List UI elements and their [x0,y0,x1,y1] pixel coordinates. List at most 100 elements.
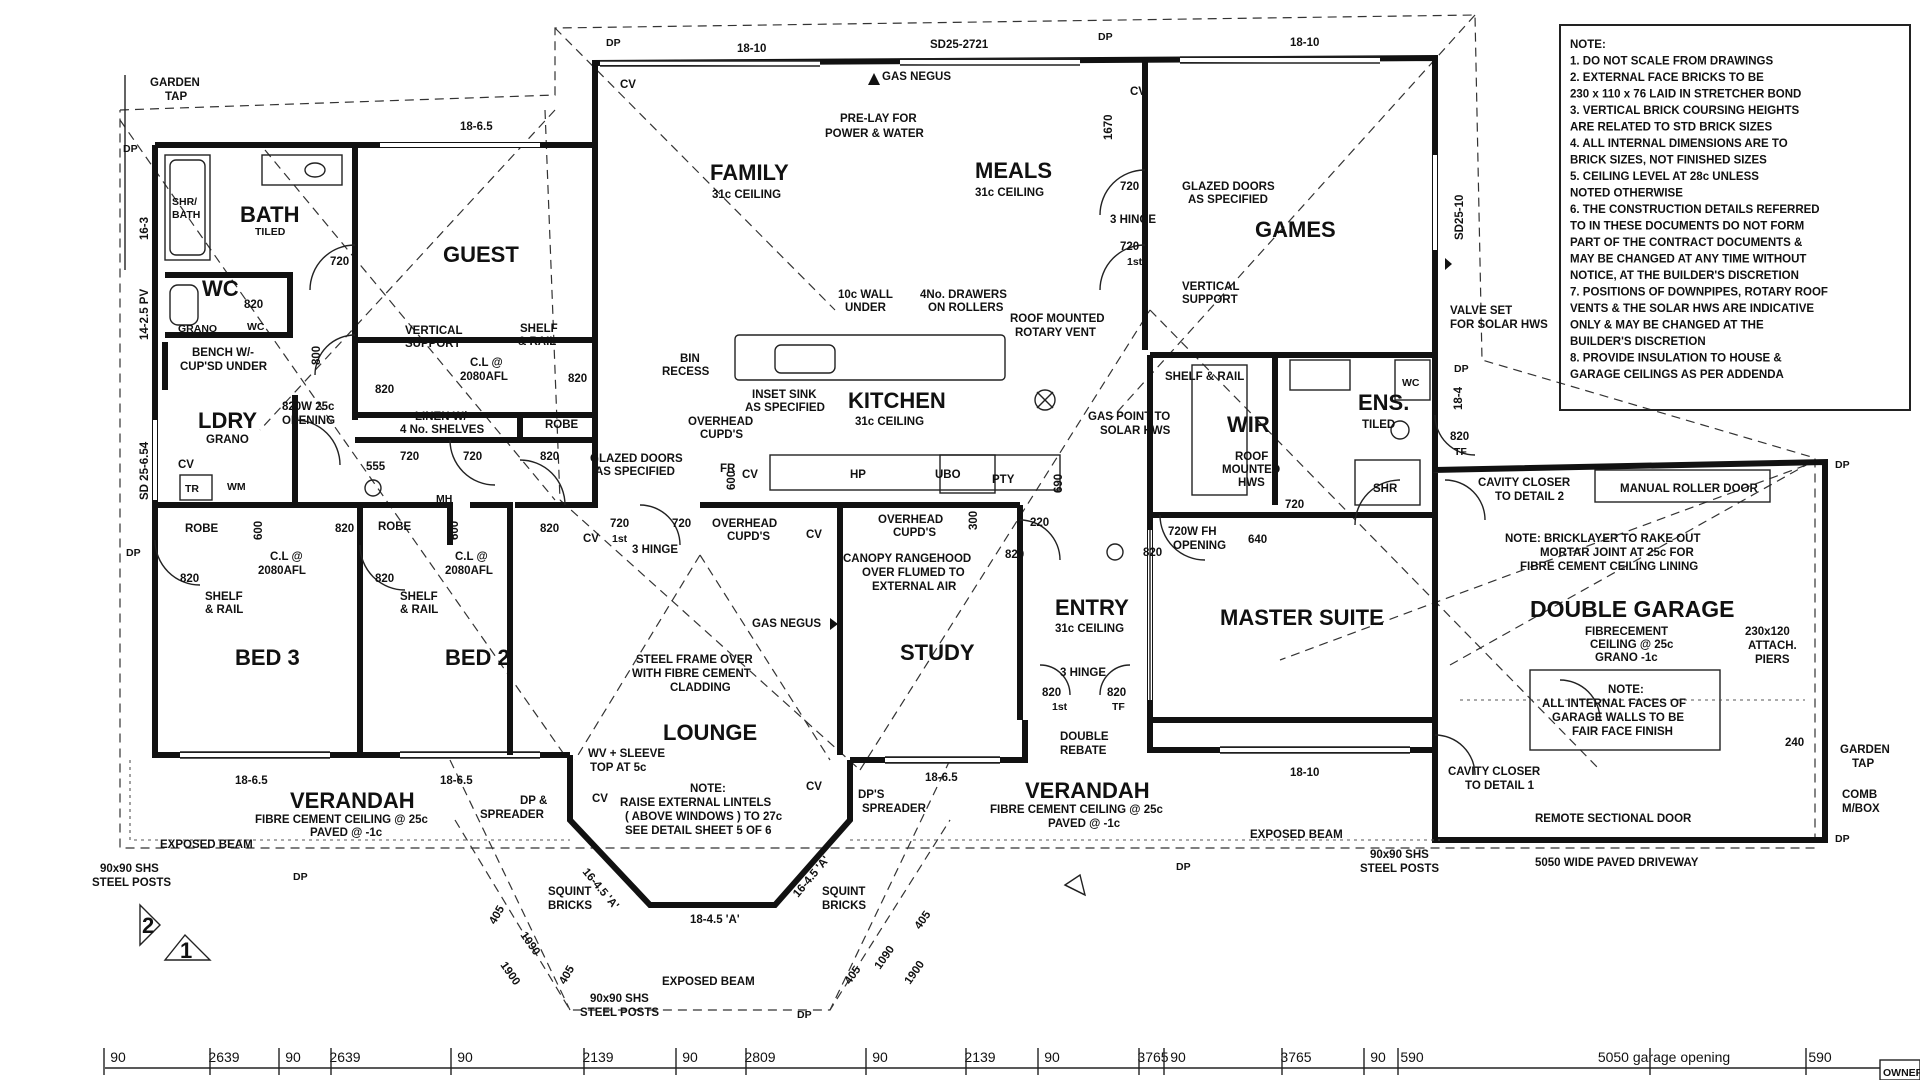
dim-1900-r: 1900 [903,959,928,987]
bottom-dimension: 3765 [1137,1049,1168,1065]
cv-games: CV [1130,86,1146,98]
garden-tap-1: GARDEN [150,77,200,89]
first-lounge: 1st [612,533,628,545]
wall-under-1: 10c WALL [838,289,893,301]
dim-820-l: 820 [1042,687,1061,699]
squint-l-1: SQUINT [548,886,591,898]
bottom-dimension: 2809 [744,1049,775,1065]
canopy-1: CANOPY RANGEHOOD [843,553,971,565]
note-line: 5. CEILING LEVEL AT 28c UNLESS [1570,171,1759,183]
dim-720-c: 720 [463,451,482,463]
note-line: VENTS & THE SOLAR HWS ARE INDICATIVE [1570,303,1814,315]
cv-lounge-r: CV [806,529,822,541]
robe-bed2: ROBE [378,521,412,533]
cl-guest-2: 2080AFL [460,371,508,383]
room-ens: ENS. [1358,390,1409,415]
dim-405-r2: 405 [913,909,934,932]
valve-set-2: FOR SOLAR HWS [1450,319,1548,331]
room-study: STUDY [900,640,975,665]
dim-640: 640 [1248,534,1267,546]
dim-820-f: 820 [375,573,394,585]
owner-label: OWNER [1883,1067,1920,1079]
dim-820-m: 820 [1107,687,1126,699]
cl-bed2-2: 2080AFL [445,565,493,577]
first-entry: 1st [1052,701,1068,713]
shr-bath-1: SHR/ [172,196,197,208]
driveway: 5050 WIDE PAVED DRIVEWAY [1535,857,1699,869]
bin-recess-1: BIN [680,353,700,365]
room-wc-tag: WC [247,321,265,333]
room-master: MASTER SUITE [1220,605,1384,630]
room-entry: ENTRY [1055,595,1129,620]
shelf-bed2-1: SHELF [400,591,438,603]
wm-label: WM [227,481,246,493]
bottom-dimension: 90 [285,1049,301,1065]
roof-hws-3: HWS [1238,477,1265,489]
room-ens-sub: TILED [1362,419,1395,431]
bottom-dimension: 90 [682,1049,698,1065]
inset-sink-1: INSET SINK [752,389,817,401]
shelf-guest-1: SHELF [520,323,558,335]
pty-label: PTY [992,474,1015,486]
bottom-dimension: 2639 [208,1049,239,1065]
overhead-study-1: OVERHEAD [878,514,943,526]
dim-820-i: 820 [1005,549,1024,561]
room-bath: BATH [240,202,299,227]
shelf-guest-2: & RAIL [518,336,556,348]
opening-master-2: OPENING [1173,540,1226,552]
dim-240: 240 [1785,737,1804,749]
garden-tap-2: TAP [165,91,187,103]
bricklayer-3: FIBRE CEMENT CEILING LINING [1520,561,1698,573]
dim-sd-games: SD25-10 [1454,195,1466,240]
exposed-beam-r: EXPOSED BEAM [1250,829,1343,841]
dim-405-l1: 405 [487,903,507,926]
lintel-note-2: RAISE EXTERNAL LINTELS [620,797,772,809]
squint-r-1: SQUINT [822,886,865,898]
bottom-dimension: 590 [1808,1049,1832,1065]
shelf-bed3-2: & RAIL [205,604,243,616]
garden-tap-r-2: TAP [1852,758,1874,770]
verandah-outline [124,75,1440,841]
dp-7: DP [1835,833,1850,845]
gas-negus-top: GAS NEGUS [882,71,951,83]
note-line: 8. PROVIDE INSULATION TO HOUSE & [1570,353,1782,365]
remote-door: REMOTE SECTIONAL DOOR [1535,813,1692,825]
note-line: 230 x 110 x 76 LAID IN STRETCHER BOND [1570,89,1801,101]
note-line: NOTICE, AT THE BUILDER'S DISCRETION [1570,270,1799,282]
note-line: ARE RELATED TO STD BRICK SIZES [1570,122,1772,134]
comb-mbox-1: COMB [1842,789,1877,801]
note-line: TO IN THESE DOCUMENTS DO NOT FORM [1570,221,1804,233]
prelay-2: POWER & WATER [825,128,925,140]
room-shr: SHR [1373,483,1398,495]
manual-roller: MANUAL ROLLER DOOR [1620,483,1758,495]
verandah-r-sub-1: FIBRE CEMENT CEILING @ 25c [990,804,1163,816]
dim-top-r: 18-10 [1290,37,1319,49]
wv-sleeve-2: TOP AT 5c [590,762,647,774]
vert-support-guest-1: VERTICAL [405,325,463,337]
overhead-lounge-1: OVERHEAD [712,518,777,530]
gas-negus-arrows [830,73,1452,897]
three-hinge-entry: 3 HINGE [1060,667,1106,679]
drawers-1: 4No. DRAWERS [920,289,1007,301]
garage-faces-2: ALL INTERNAL FACES OF [1542,698,1686,710]
opening-master-1: 720W FH [1168,526,1217,538]
dim-720-e: 720 [672,518,691,530]
opening-ldry-2: OPENING [282,415,335,427]
steel-frame-2: WITH FIBRE CEMENT [632,668,751,680]
room-meals-sub: 31c CEILING [975,187,1044,199]
room-ldry-sub: GRANO [206,434,249,446]
dim-600-a: 600 [253,521,265,540]
lintel-note-4: SEE DETAIL SHEET 5 OF 6 [625,825,772,837]
cl-bed2-1: C.L @ [455,551,488,563]
exterior-walls [152,54,1828,908]
gas-point-2: SOLAR HWS [1100,425,1171,437]
attach-piers-3: PIERS [1755,654,1790,666]
dp-4: DP [126,547,141,559]
squint-r-2: BRICKS [822,900,866,912]
dp-spreader-l-2: SPREADER [480,809,545,821]
double-rebate-1: DOUBLE [1060,731,1109,743]
fr-label: FR [720,463,736,475]
dim-top-l: 18-10 [737,43,766,55]
